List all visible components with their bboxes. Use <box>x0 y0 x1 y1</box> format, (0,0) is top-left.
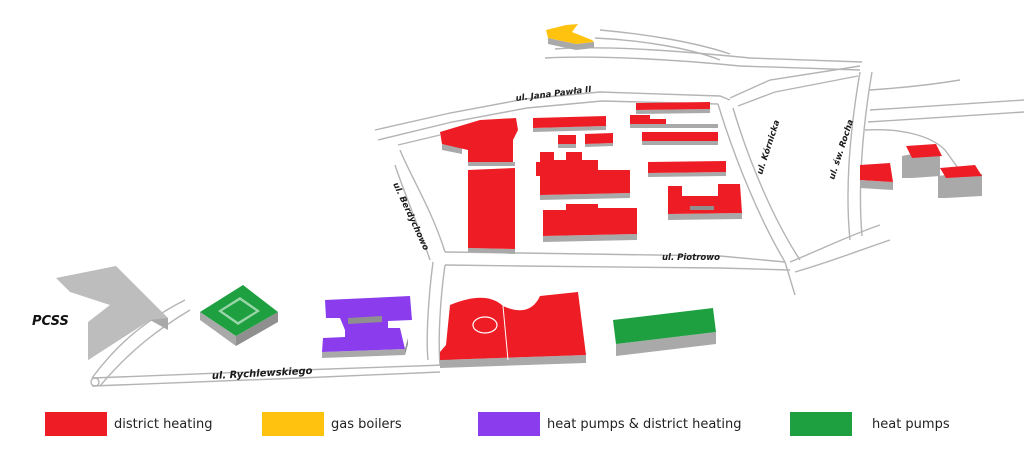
building-heat-pumps-district-heating <box>322 296 412 358</box>
legend-swatch-heat-pumps-district-heating <box>478 412 540 436</box>
legend-label-district-heating: district heating <box>114 416 213 432</box>
legend-swatch-district-heating <box>45 412 107 436</box>
legend-label-heat-pumps-district-heating: heat pumps & district heating <box>547 416 742 432</box>
building-heat-pumps-west <box>200 285 278 346</box>
legend-swatch-heat-pumps <box>790 412 852 436</box>
street-label-kornika: ul. Kórnicka <box>754 118 782 176</box>
building-heat-pumps-east <box>613 308 716 356</box>
building-gas-boilers <box>546 24 594 50</box>
legend-swatch-gas-boilers <box>262 412 324 436</box>
legend-item-heat-pumps: heat pumps <box>790 412 950 436</box>
street-label-rychlewskiego: ul. Rychlewskiego <box>212 366 313 382</box>
building-district-heating-south <box>440 292 586 368</box>
street-label-jana-pawla: ul. Jana Pawła II <box>515 85 592 104</box>
legend-label-gas-boilers: gas boilers <box>331 416 402 432</box>
street-label-sw-rocha: ul. św. Rocha <box>826 118 856 181</box>
legend: district heating gas boilers heat pumps … <box>0 404 1024 444</box>
legend-item-gas-boilers: gas boilers <box>262 412 402 436</box>
street-label-piotrowo: ul. Piotrowo <box>662 253 720 263</box>
legend-item-district-heating: district heating <box>45 412 212 436</box>
street-label-berdychowo: ul. Berdychowo <box>390 181 430 252</box>
pcss-label: PCSS <box>32 314 69 329</box>
buildings-district-heating-campus <box>440 102 742 254</box>
campus-map: ul. Jana Pawła II ul. Piotrowo ul. Rychl… <box>32 24 1024 387</box>
legend-item-heat-pumps-district-heating: heat pumps & district heating <box>478 412 742 436</box>
legend-label-heat-pumps: heat pumps <box>872 416 950 432</box>
buildings-district-heating-east <box>860 144 982 198</box>
building-pcss <box>56 266 168 360</box>
